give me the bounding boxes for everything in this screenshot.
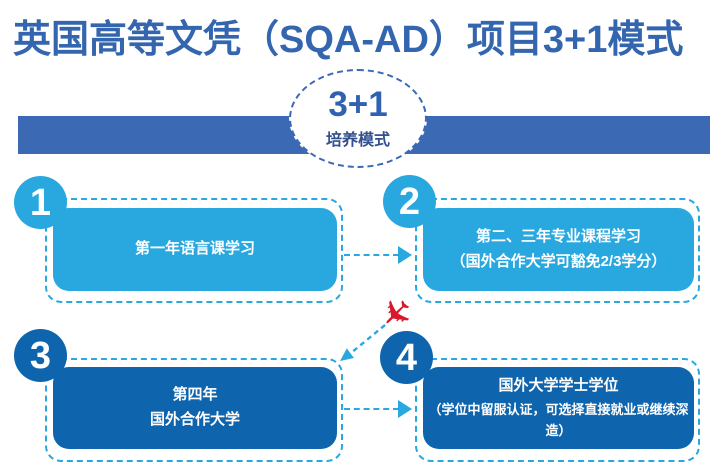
step-1-number: 1 xyxy=(29,181,52,224)
arrow-step1-to-step2 xyxy=(344,246,414,264)
arrow-dashed-line xyxy=(344,408,399,410)
step-2-number: 2 xyxy=(398,180,421,223)
mode-badge: 3+1 培养模式 xyxy=(289,69,427,168)
step-4-dashed-frame xyxy=(415,358,700,462)
step-4-number-badge: 4 xyxy=(380,331,433,384)
step-1-box: 第一年语言课学习 xyxy=(53,208,337,291)
arrow-head-icon xyxy=(398,246,412,264)
step-3-label-line2: 国外合作大学 xyxy=(149,411,240,428)
step-3-box: 第四年 国外合作大学 xyxy=(53,367,337,449)
step-3-dashed-frame xyxy=(45,358,343,462)
page-title: 英国高等文凭（SQA-AD）项目3+1模式 xyxy=(13,19,684,61)
step-2-number-badge: 2 xyxy=(383,175,436,228)
arrow-dashed-line xyxy=(350,324,386,354)
arrow-step2-to-step3 xyxy=(340,324,386,361)
step-2-dashed-frame xyxy=(415,198,700,303)
step-3-number: 3 xyxy=(29,334,52,377)
step-4-label-line1: 国外大学学士学位 xyxy=(498,377,619,395)
step-1-number-badge: 1 xyxy=(14,176,67,229)
step-2-label-line1: 第二、三年专业课程学习 xyxy=(475,227,641,245)
step-3-label-line1: 第四年 xyxy=(172,386,218,404)
arrow-head-icon xyxy=(398,400,412,418)
mode-badge-headline: 3+1 xyxy=(328,85,388,124)
arrow-head-icon xyxy=(340,348,354,361)
arrow-step3-to-step4 xyxy=(344,400,414,418)
step-3-number-badge: 3 xyxy=(14,329,67,382)
step-4-number: 4 xyxy=(395,336,418,379)
step-2-box: 第二、三年专业课程学习 （国外合作大学可豁免2/3学分） xyxy=(423,208,694,291)
step-2-label-line2: （国外合作大学可豁免2/3学分） xyxy=(450,252,667,270)
step-1-dashed-frame xyxy=(45,198,343,303)
arrow-dashed-line xyxy=(344,254,399,256)
step-4-box: 国外大学学士学位 （学位中留服认证，可选择直接就业或继续深造） xyxy=(423,367,694,449)
mode-badge-subline: 培养模式 xyxy=(325,132,390,149)
step-1-label: 第一年语言课学习 xyxy=(134,240,255,258)
step-4-label-line2: （学位中留服认证，可选择直接就业或继续深造） xyxy=(428,401,689,439)
